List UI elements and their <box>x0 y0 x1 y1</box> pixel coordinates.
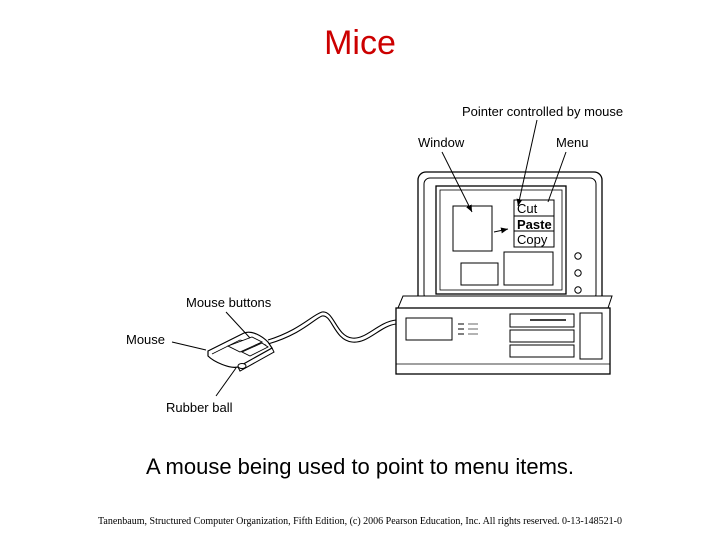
label-window: Window <box>418 135 465 150</box>
label-rubber-ball: Rubber ball <box>166 400 233 415</box>
window-rect <box>452 205 493 252</box>
menu-item-paste: Paste <box>517 217 552 232</box>
monitor-knob-1 <box>574 252 582 260</box>
drive-panel <box>405 317 453 341</box>
menu-item-cut: Cut <box>517 201 538 216</box>
menu-item-copy: Copy <box>517 232 548 247</box>
slide-title: Mice <box>324 24 396 62</box>
mouse-cable <box>267 311 397 341</box>
mouse-button-right <box>240 342 269 357</box>
small-window <box>460 262 499 286</box>
label-menu: Menu <box>556 135 589 150</box>
mouse-leader <box>171 341 207 351</box>
slide-caption: A mouse being used to point to menu item… <box>145 454 575 479</box>
rubber-ball <box>237 363 247 369</box>
slide-footer: Tanenbaum, Structured Computer Organizat… <box>98 516 622 527</box>
floppy-drive-2 <box>509 329 575 343</box>
monitor <box>417 171 603 307</box>
pointer-arrow <box>493 227 509 234</box>
monitor-knob-2 <box>574 269 582 277</box>
label-mouse: Mouse <box>126 332 165 347</box>
label-pointer: Pointer controlled by mouse <box>462 104 623 119</box>
rubber-ball-leader <box>215 367 237 397</box>
monitor-knob-3 <box>574 286 582 294</box>
side-panel <box>579 312 603 360</box>
large-window <box>503 251 554 286</box>
window-leader <box>441 151 473 213</box>
mouse <box>207 331 275 372</box>
menu-box <box>513 199 555 248</box>
pointer-leader <box>516 119 538 207</box>
mouse-button-left <box>226 336 264 353</box>
mouse-buttons-leader <box>225 311 251 339</box>
menu-leader <box>547 151 567 203</box>
floppy-drive-3 <box>509 344 575 358</box>
computer-base <box>395 295 613 375</box>
label-mouse-buttons: Mouse buttons <box>186 295 272 310</box>
